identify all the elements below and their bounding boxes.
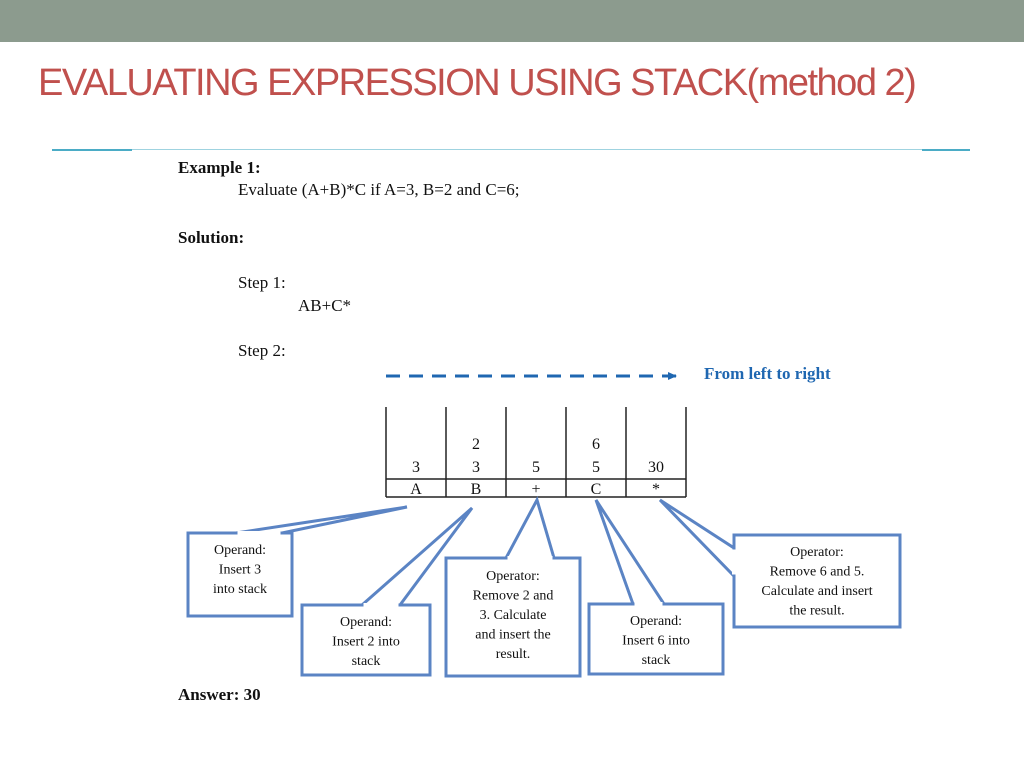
- callout-pointer: [503, 496, 557, 560]
- callout-text-line: Remove 6 and 5.: [770, 565, 865, 580]
- step1-expression: AB+C*: [298, 296, 352, 315]
- table-symbol-cell: C: [591, 481, 602, 498]
- callout-text-line: Operator:: [790, 545, 844, 560]
- callout-box: [444, 556, 582, 678]
- callout-pointer: [658, 498, 736, 580]
- callout-pointer: [594, 499, 667, 606]
- table-stack-value: 5: [592, 459, 600, 476]
- stack-table: A 3B 2 3 +5C 6 5 * 30: [385, 407, 687, 498]
- example-statement: Evaluate (A+B)*C if A=3, B=2 and C=6;: [238, 180, 520, 199]
- callout-text-line: the result.: [789, 604, 844, 619]
- title-rule-right: [922, 149, 970, 151]
- callout-text-line: Operator:: [486, 569, 540, 584]
- callout-text-line: Insert 3: [219, 563, 261, 578]
- callout-text-line: stack: [642, 653, 671, 668]
- table-symbol-cell: A: [410, 481, 422, 498]
- callout-box: [587, 602, 725, 676]
- solution-heading: Solution:: [178, 228, 245, 247]
- step1-label: Step 1:: [238, 273, 286, 292]
- step2-label: Step 2:: [238, 341, 286, 360]
- table-stack-value: 2: [472, 436, 480, 453]
- callout-text-line: Insert 2 into: [332, 635, 400, 650]
- callout-text-line: Insert 6 into: [622, 634, 690, 649]
- callout-text-line: Remove 2 and: [473, 589, 554, 604]
- table-symbol-cell: *: [652, 481, 660, 498]
- callout-text-line: Operand:: [340, 615, 392, 630]
- callout: Operator: Remove 2 and 3. Calculate and ins…: [444, 496, 582, 678]
- table-stack-value: 3: [412, 459, 420, 476]
- callout-text-line: into stack: [213, 582, 267, 597]
- callout-text-line: Operand:: [630, 614, 682, 629]
- answer-text: Answer: 30: [178, 685, 261, 704]
- callout: Operand: Insert 2 into stack: [300, 506, 474, 677]
- table-symbol-cell: B: [471, 481, 482, 498]
- callout-text-line: result.: [496, 647, 531, 662]
- table-stack-value: 30: [648, 459, 664, 476]
- callout-text-line: Calculate and insert: [761, 584, 872, 599]
- table-stack-value: 5: [532, 459, 540, 476]
- callout-box: [732, 533, 902, 629]
- slide-title: EVALUATING EXPRESSION USING STACK(method…: [38, 62, 917, 104]
- direction-label: From left to right: [704, 364, 831, 383]
- callout-text-line: and insert the: [475, 628, 550, 643]
- table-stack-value: 6: [592, 436, 600, 453]
- callout-pointer: [235, 505, 408, 535]
- callout-text-line: Operand:: [214, 543, 266, 558]
- top-bar: [0, 0, 1024, 42]
- callout: Operand: Insert 3 into stack: [186, 505, 408, 618]
- callout-box: [186, 531, 294, 618]
- callout-text-line: stack: [352, 654, 381, 669]
- callout: Operator: Remove 6 and 5. Calculate and in…: [658, 498, 902, 629]
- title-rule-left: [52, 149, 132, 151]
- callout: Operand: Insert 6 into stack: [587, 499, 725, 676]
- table-symbol-cell: +: [531, 481, 540, 498]
- callout-box: [300, 603, 432, 677]
- callout-text-line: 3. Calculate: [480, 608, 547, 623]
- table-stack-value: 3: [472, 459, 480, 476]
- example-heading: Example 1:: [178, 158, 261, 177]
- figure-top-border: [132, 149, 922, 150]
